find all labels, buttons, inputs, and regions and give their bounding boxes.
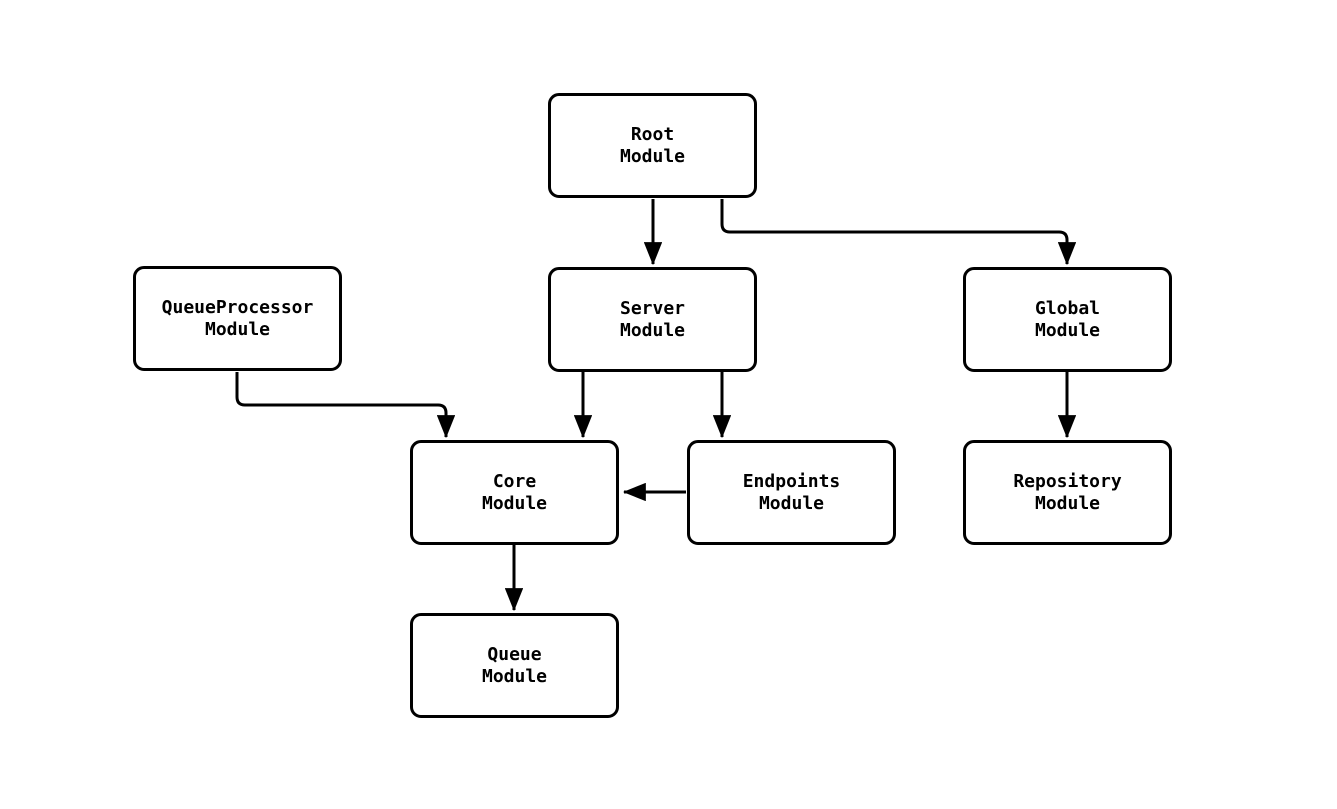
node-repository-module-label: Repository Module xyxy=(1013,470,1122,514)
node-core-module: Core Module xyxy=(410,440,619,545)
node-global-module: Global Module xyxy=(963,267,1172,372)
edge-root-to-global xyxy=(720,199,1077,266)
node-core-module-label: Core Module xyxy=(481,470,548,514)
node-endpoints-module-label: Endpoints Module xyxy=(742,470,841,514)
node-repository-module: Repository Module xyxy=(963,440,1172,545)
node-root-module: Root Module xyxy=(548,93,757,198)
node-server-module-label: Server Module xyxy=(619,297,686,341)
edge-queueprocessor-to-core xyxy=(235,372,456,439)
node-queue-module: Queue Module xyxy=(410,613,619,718)
node-server-module: Server Module xyxy=(548,267,757,372)
node-queueprocessor-module-label: QueueProcessor Module xyxy=(161,296,314,340)
node-queue-module-label: Queue Module xyxy=(481,643,548,687)
node-global-module-label: Global Module xyxy=(1034,297,1101,341)
node-root-module-label: Root Module xyxy=(619,123,686,167)
node-queueprocessor-module: QueueProcessor Module xyxy=(133,266,342,371)
node-endpoints-module: Endpoints Module xyxy=(687,440,896,545)
